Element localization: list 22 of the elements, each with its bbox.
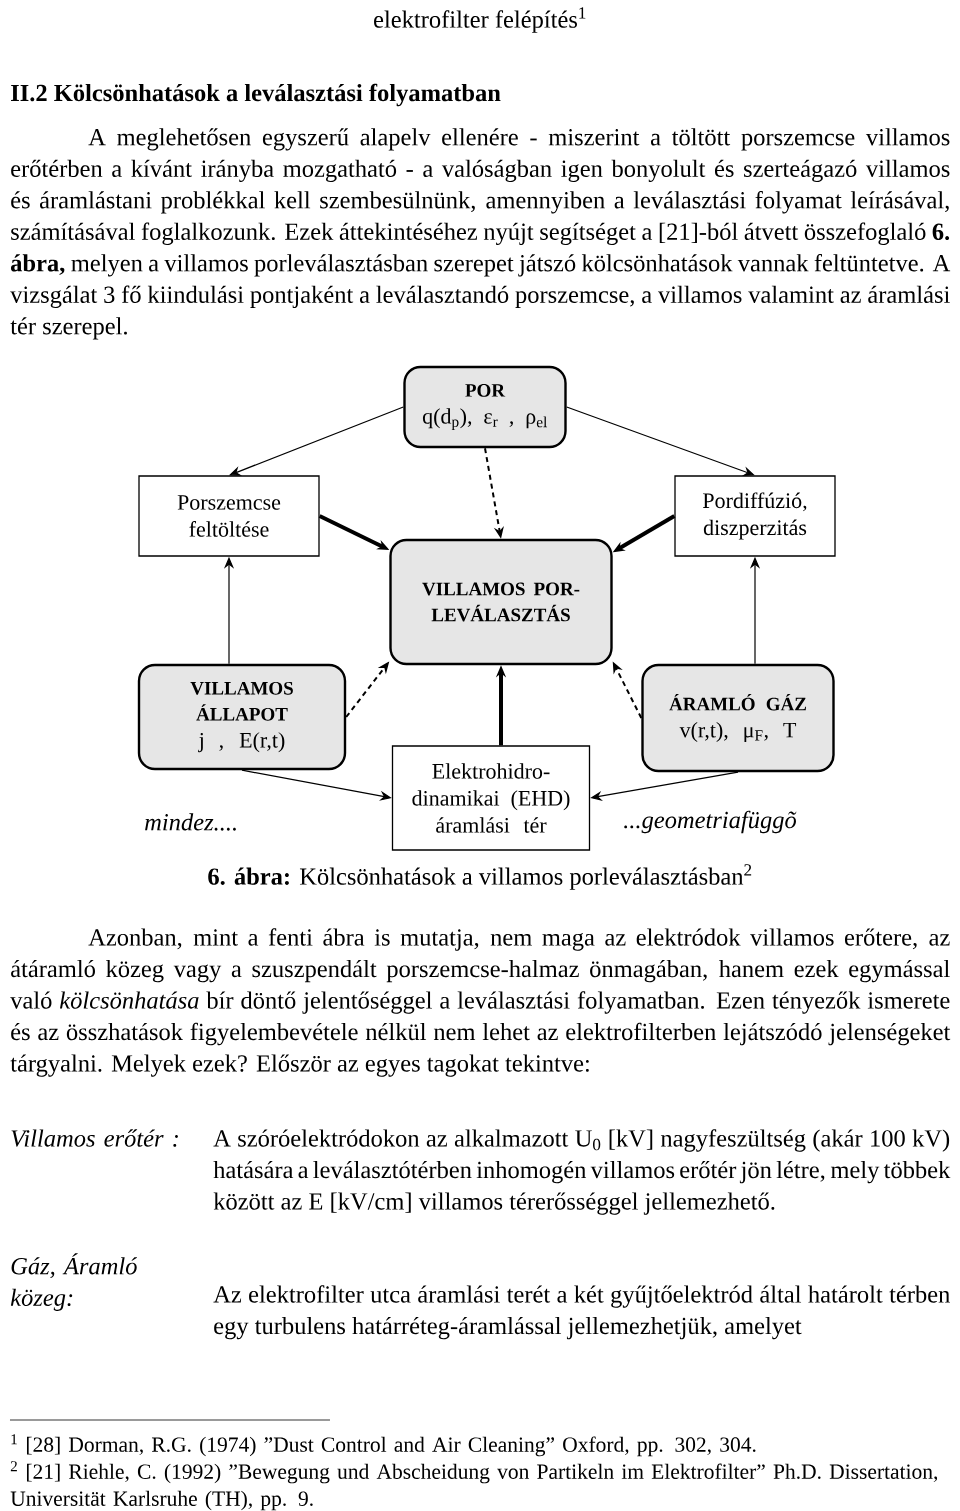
rounded-box: VILLAMOS POR-LEVÁLASZTÁS <box>389 538 613 666</box>
process-box: Porszemcse feltöltése <box>138 475 320 557</box>
note-text: mindez.... <box>145 813 236 831</box>
arrow <box>229 406 404 476</box>
footnote: $^{1}$ [28] Dorman, R.G. (1974) ”Dust Control and Air Cleaning” Oxford, pp. 302, 304. <box>11 1434 756 1457</box>
figure-caption: 6. ábra: Kölcsönhatások a villamos porleválasztásban$^{2}$ <box>208 864 752 890</box>
footnote: $^{2}$ [21] Riehle, C. (1992) ”Bewegung und Abscheidung von Partikeln im Elektrofilter” Ph.D. Dissertation, Universität Karlsruhe (TH), pp. 9. <box>10 1461 938 1511</box>
paragraph: Azonban, mint a fenti ábra is mutatja, nem maga az elektródok villamos erőtere, az átáramló közeg vagy a szuszpendált porszemcse-halmaz önmagában, hanem ezek egymással való kölcsönhatása bír döntő jelentőséggel a leválasztási folyamatban. Ezen tényezők ismerete és az összhatások figyelembevétele nélkül nem lehet az elektrofilterben lejátszódó jelenségeket tárgyalni. Melyek ezek? Először az egyes tagokat tekintve: <box>10 928 951 1077</box>
rounded-box: VILLAMOS ÁLLAPOT j , E(r,t) <box>137 663 347 771</box>
arrow <box>566 406 755 476</box>
section-heading: II.2 Kölcsönhatások a leválasztási folyamatban <box>11 83 501 107</box>
definition-text: Az elektrofilter utca áramlási terét a két gyűjtőelektród által határolt térben egy turbulens határréteg-áramlással jellemezhetjük, amelyet <box>213 1285 950 1340</box>
process-box: Pordiffúzió, diszperzitás <box>674 475 836 557</box>
paragraph: A meglehetősen egyszerű alapelv ellenére - miszerint a töltött porszemcse villamos erőtérben a kívánt irányba mozgatható - a valóságban igen bonyolult és szerteágazó villamos és áramlástani problékkal kell szembesülnünk, amennyiben a leválasztási folyamat leírásával, számításával foglalkozunk. Ezek áttekintéséhez nyújt segítséget a [21]-ból átvett összefoglaló 6. ábra, melyen a villamos porleválasztásban szerepet játszó kölcsönhatások vannak feltüntetve. A vizsgálat 3 fő kiindulási pontjaként a leválasztandó porszemcse, a villamos valamint az áramlási tér szerepel. <box>10 128 951 340</box>
rounded-box: ÁRAMLÓ GÁZ v(r,t), μ$_{F}$, T <box>641 663 835 773</box>
note-text: ...geometriafüggõ <box>624 810 797 834</box>
process-box: Elektrohidro-dinamikai (EHD) áramlási tér <box>391 745 591 851</box>
term-label: Gáz, Áramló közeg: <box>10 1253 138 1311</box>
definition-text: A szóróelektródokon az alkalmazott U$_{0}$ [kV] nagyfeszültség (akár 100 kV) hatására a leválasztótérben inhomogén villamos erőtér jön létre, mely többek között az E [kV/cm] villamos térerősséggel jellemezhető. <box>213 1129 951 1215</box>
page-header: elektrofilter felépítés$^{1}$ <box>374 7 586 33</box>
rounded-box: POR q(d$_{p}$), ε$_{r}$ , ρ$_{el}$ <box>403 365 567 449</box>
term-label: Villamos erőtér : <box>11 1129 178 1147</box>
